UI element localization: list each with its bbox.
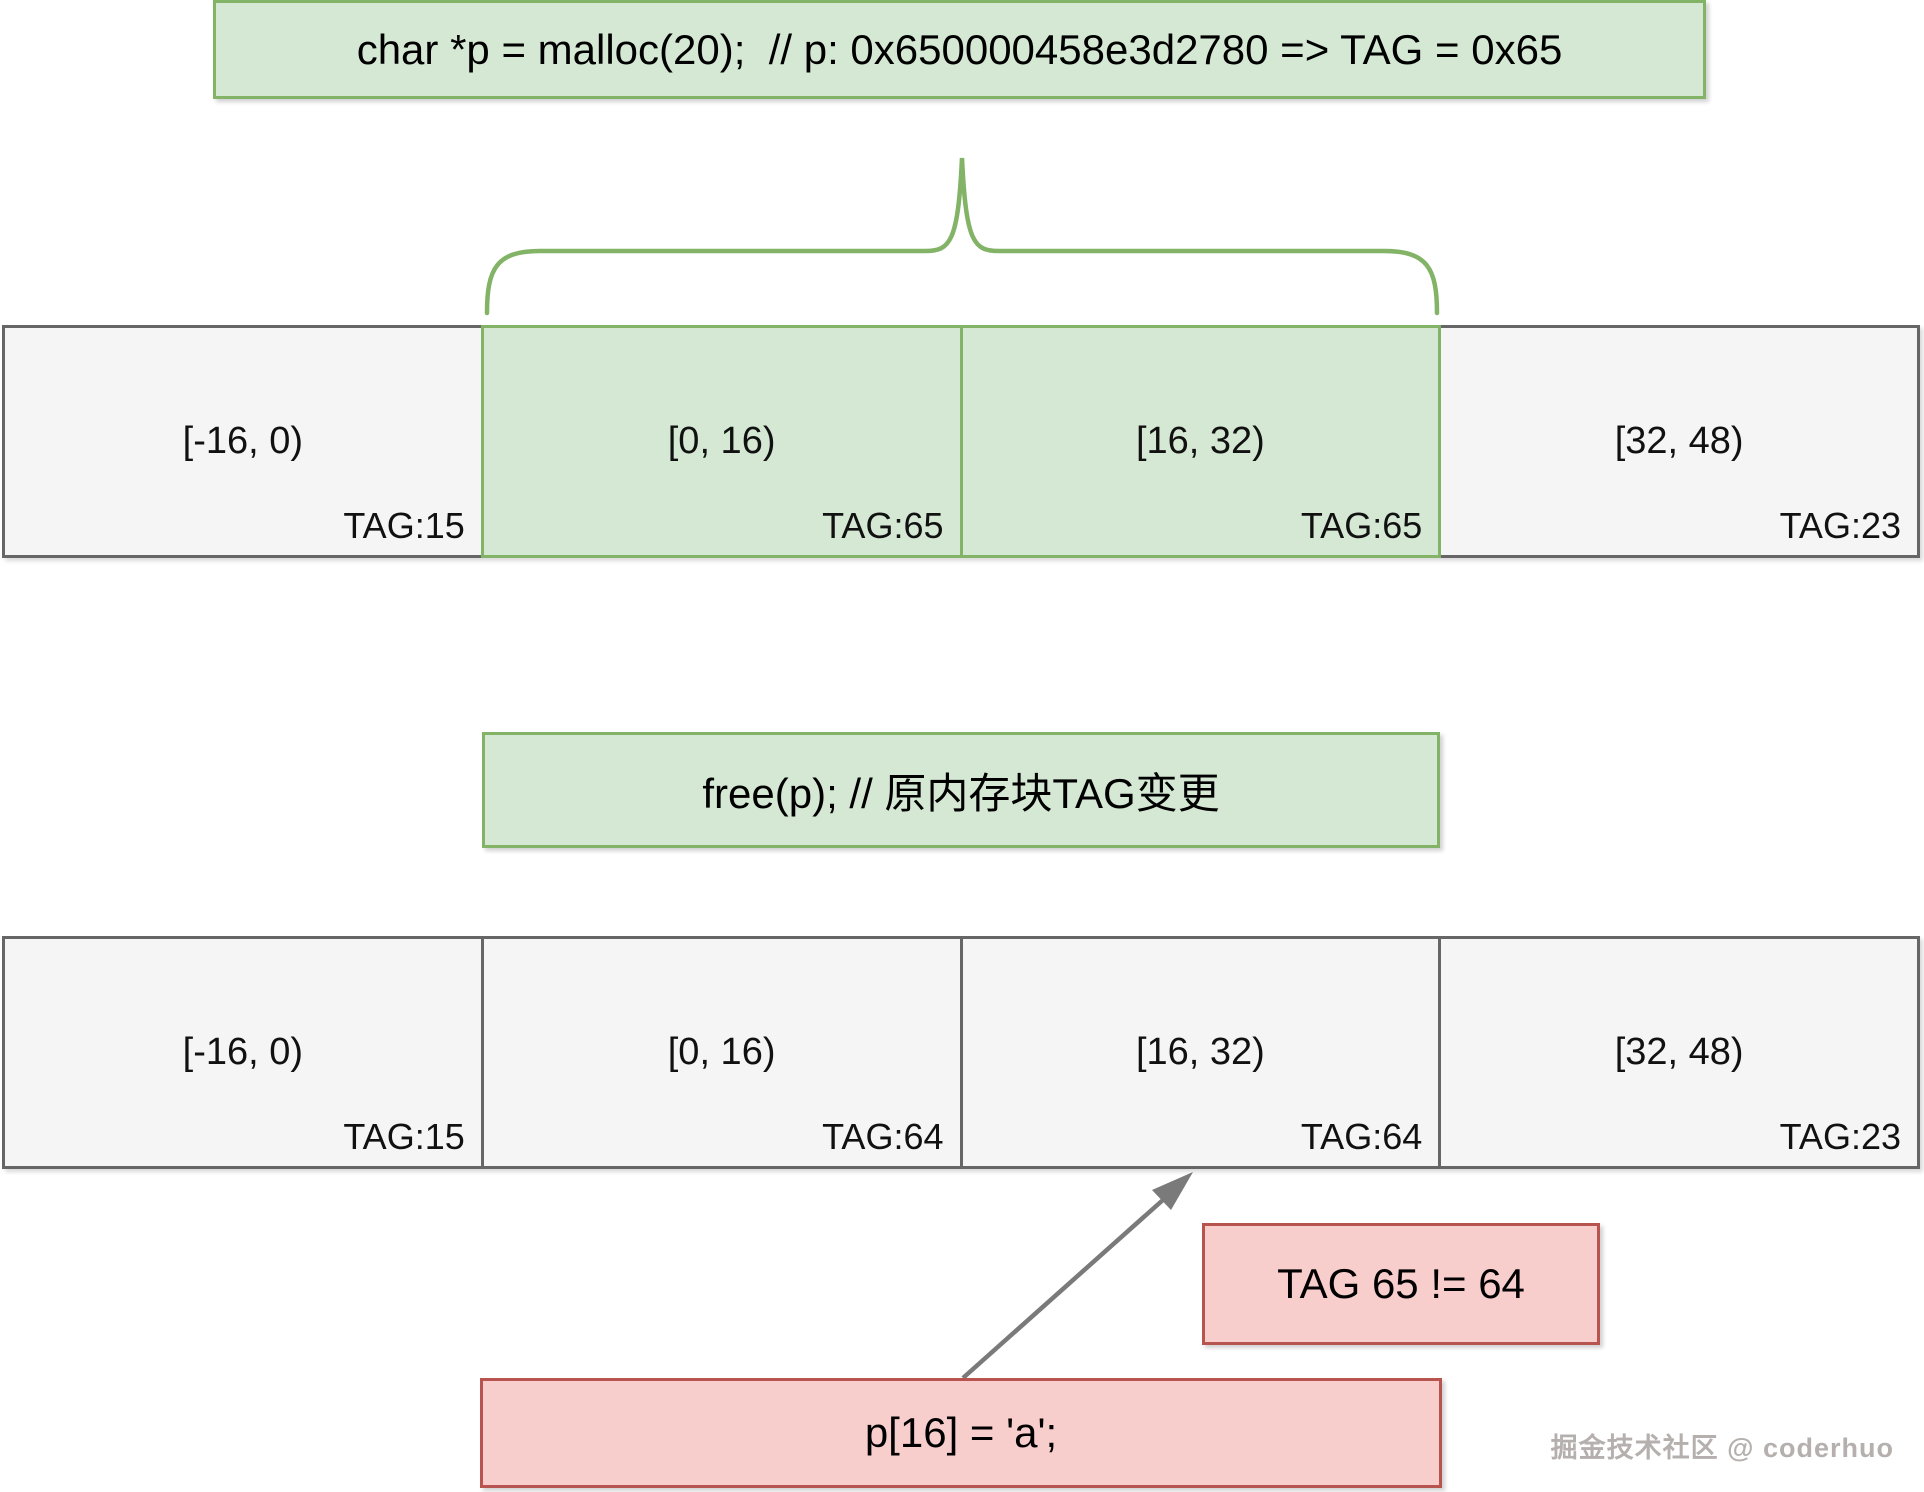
cell-tag-label: TAG:65 bbox=[822, 505, 944, 546]
malloc-code-box: char *p = malloc(20); // p: 0x650000458e… bbox=[213, 0, 1706, 99]
memory-row-after-free: [-16, 0) TAG:15 [0, 16) TAG:64 [16, 32) … bbox=[2, 936, 1920, 1169]
write-arrow-head bbox=[1152, 1172, 1193, 1210]
free-code-box: free(p); // 原内存块TAG变更 bbox=[482, 732, 1440, 848]
memory-cell: [16, 32) TAG:65 bbox=[959, 325, 1442, 558]
memory-cell: [16, 32) TAG:64 bbox=[959, 936, 1442, 1169]
cell-tag-label: TAG:23 bbox=[1779, 1116, 1901, 1157]
memory-cell: [0, 16) TAG:64 bbox=[480, 936, 963, 1169]
cell-range-label: [0, 16) bbox=[667, 420, 776, 462]
cell-tag-label: TAG:23 bbox=[1779, 505, 1901, 546]
cell-range-label: [-16, 0) bbox=[182, 420, 304, 462]
cell-range-label: [16, 32) bbox=[1135, 1031, 1265, 1073]
watermark: 掘金技术社区 @ coderhuo bbox=[1550, 1433, 1894, 1463]
cell-tag-label: TAG:64 bbox=[1300, 1116, 1423, 1157]
write-arrow-line bbox=[961, 1197, 1166, 1380]
cell-tag-label: TAG:15 bbox=[343, 505, 465, 546]
cell-tag-label: TAG:65 bbox=[1300, 505, 1423, 546]
tag-mismatch-box: TAG 65 != 64 bbox=[1202, 1223, 1600, 1345]
memory-cell: [32, 48) TAG:23 bbox=[1438, 936, 1920, 1169]
cell-range-label: [32, 48) bbox=[1614, 420, 1744, 462]
memory-cell: [-16, 0) TAG:15 bbox=[2, 936, 484, 1169]
memory-cell: [32, 48) TAG:23 bbox=[1438, 325, 1920, 558]
write-code-text: p[16] = 'a'; bbox=[864, 1409, 1058, 1456]
cell-range-label: [16, 32) bbox=[1135, 420, 1265, 462]
memory-row-after-malloc: [-16, 0) TAG:15 [0, 16) TAG:65 [16, 32) … bbox=[2, 325, 1920, 558]
write-code-box: p[16] = 'a'; bbox=[480, 1378, 1442, 1488]
malloc-code-text: char *p = malloc(20); // p: 0x650000458e… bbox=[356, 25, 1563, 73]
allocation-brace bbox=[484, 157, 1440, 316]
cell-range-label: [0, 16) bbox=[667, 1031, 776, 1073]
cell-tag-label: TAG:15 bbox=[343, 1116, 465, 1157]
memory-cell: [0, 16) TAG:65 bbox=[480, 325, 963, 558]
memory-cell: [-16, 0) TAG:15 bbox=[2, 325, 484, 558]
tag-mismatch-text: TAG 65 != 64 bbox=[1277, 1260, 1525, 1307]
cell-range-label: [-16, 0) bbox=[182, 1031, 304, 1073]
free-code-text: free(p); // 原内存块TAG变更 bbox=[702, 769, 1220, 817]
cell-tag-label: TAG:64 bbox=[822, 1116, 944, 1157]
cell-range-label: [32, 48) bbox=[1614, 1031, 1744, 1073]
